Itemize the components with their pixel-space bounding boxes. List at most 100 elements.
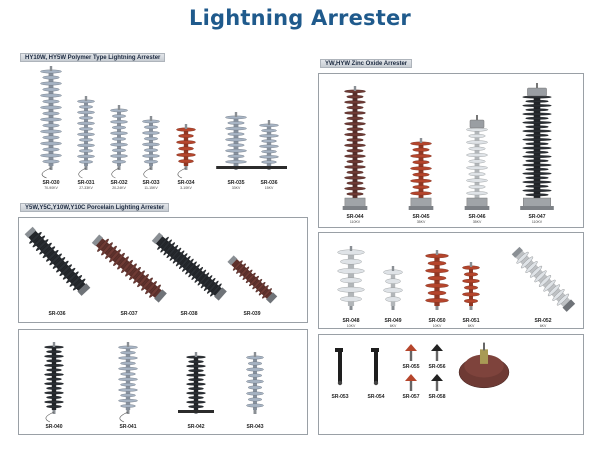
zinc-fitting-4-image [431, 344, 443, 361]
porcelain-arrester-5-image [44, 342, 64, 423]
product-code: SR-037 [120, 311, 138, 317]
product-code: SR-041 [119, 424, 137, 430]
zinc-arrester-2-image [408, 138, 434, 210]
zinc-arrester-1-image [342, 86, 368, 210]
porcelain-arrester-3-image [151, 232, 227, 301]
zinc-arrester-3-image [464, 115, 490, 210]
product-code: SR-049 [384, 318, 402, 324]
product-spec: 20-24KV [112, 186, 126, 190]
polymer-arrester-4-image [142, 116, 160, 179]
zinc-arrester-9-image [511, 246, 576, 312]
product-code: SR-052 [534, 318, 552, 324]
zinc-disc-insulator [458, 340, 510, 404]
zinc-arrester-6-image [383, 266, 403, 310]
zinc-fitting-3-image [405, 344, 417, 361]
product-code: SR-040 [45, 424, 63, 430]
product-code: SR-051 [462, 318, 480, 324]
product-code: SR-038 [180, 311, 198, 317]
zinc-panel-bottom [318, 334, 584, 435]
section-label-polymer: HY10W, HY5W Polymer Type Lightning Arres… [20, 53, 166, 62]
zinc-fitting-6-image [431, 374, 443, 391]
zinc-fitting-1: SR-053 [332, 346, 348, 400]
zinc-fitting-2: SR-054 [368, 346, 384, 400]
product-spec: 110KV [349, 220, 361, 224]
porcelain-arrester-4-image [227, 255, 278, 304]
polymer-arrester-1-image [40, 66, 62, 179]
product-code: SR-042 [187, 424, 205, 430]
product-spec: 35KV [472, 220, 482, 224]
zinc-fitting-5-image [405, 374, 417, 391]
product-spec: 15KV [264, 186, 274, 190]
product-spec: 10KV [432, 324, 442, 328]
product-code: SR-050 [428, 318, 446, 324]
product-code: SR-047 [528, 214, 546, 220]
product-code: SR-053 [331, 394, 349, 400]
polymer-arrester-3-image [110, 105, 128, 179]
zinc-fitting-5: SR-057 [403, 372, 419, 404]
product-code: SR-035 [227, 180, 245, 186]
page-title: Lightning Arrester [189, 6, 411, 30]
product-spec: 6KV [539, 324, 547, 328]
product-spec: 6KV [389, 324, 397, 328]
product-spec: 35KV [416, 220, 426, 224]
zinc-fitting-3: SR-055 [403, 342, 419, 374]
porcelain-arrester-7-image [178, 352, 214, 414]
polymer-arrester-7-image [251, 120, 287, 170]
porcelain-arrester-8-image [246, 352, 264, 414]
product-code: SR-046 [468, 214, 486, 220]
porcelain-arrester-7: SR-042 [178, 352, 214, 430]
porcelain-arrester-5: SR-040 [44, 342, 64, 430]
product-code: SR-039 [243, 311, 261, 317]
zinc-arrester-5-image [337, 246, 365, 310]
product-code: SR-032 [110, 180, 128, 186]
porcelain-arrester-6: SR-041 [118, 342, 138, 430]
product-spec: 70-90KV [44, 186, 58, 190]
product-code: SR-034 [177, 180, 195, 186]
porcelain-arrester-3: SR-038 [151, 232, 227, 317]
porcelain-arrester-6-image [118, 342, 138, 423]
porcelain-arrester-1-image [24, 226, 91, 296]
polymer-arrester-5-image [176, 124, 196, 179]
porcelain-arrester-1: SR-036 [24, 226, 91, 317]
product-code: SR-030 [42, 180, 60, 186]
product-code: SR-048 [342, 318, 360, 324]
polymer-arrester-6-image [216, 112, 256, 170]
product-spec: 3-10KV [180, 186, 192, 190]
product-code: SR-055 [402, 364, 420, 370]
zinc-fitting-2-image [371, 348, 379, 386]
product-code: SR-058 [428, 394, 446, 400]
product-code: SR-056 [428, 364, 446, 370]
product-spec: 10KV [346, 324, 356, 328]
zinc-arrester-8-image [462, 262, 480, 310]
product-code: SR-054 [367, 394, 385, 400]
porcelain-arrester-2: SR-037 [91, 234, 167, 317]
zinc-disc-insulator-image [458, 342, 510, 389]
zinc-fitting-6: SR-058 [429, 372, 445, 404]
product-code: SR-043 [246, 424, 264, 430]
zinc-arrester-7-image [425, 250, 449, 310]
porcelain-arrester-4: SR-039 [227, 255, 278, 317]
product-spec: 27-33KV [79, 186, 93, 190]
product-code: SR-044 [346, 214, 364, 220]
zinc-fitting-4: SR-056 [429, 342, 445, 374]
polymer-arrester-2-image [77, 96, 95, 179]
product-spec: 6KV [467, 324, 475, 328]
product-code: SR-036 [48, 311, 66, 317]
section-label-zinc: YW,HYW Zinc Oxide Arrester [320, 59, 413, 68]
product-code: SR-033 [142, 180, 160, 186]
